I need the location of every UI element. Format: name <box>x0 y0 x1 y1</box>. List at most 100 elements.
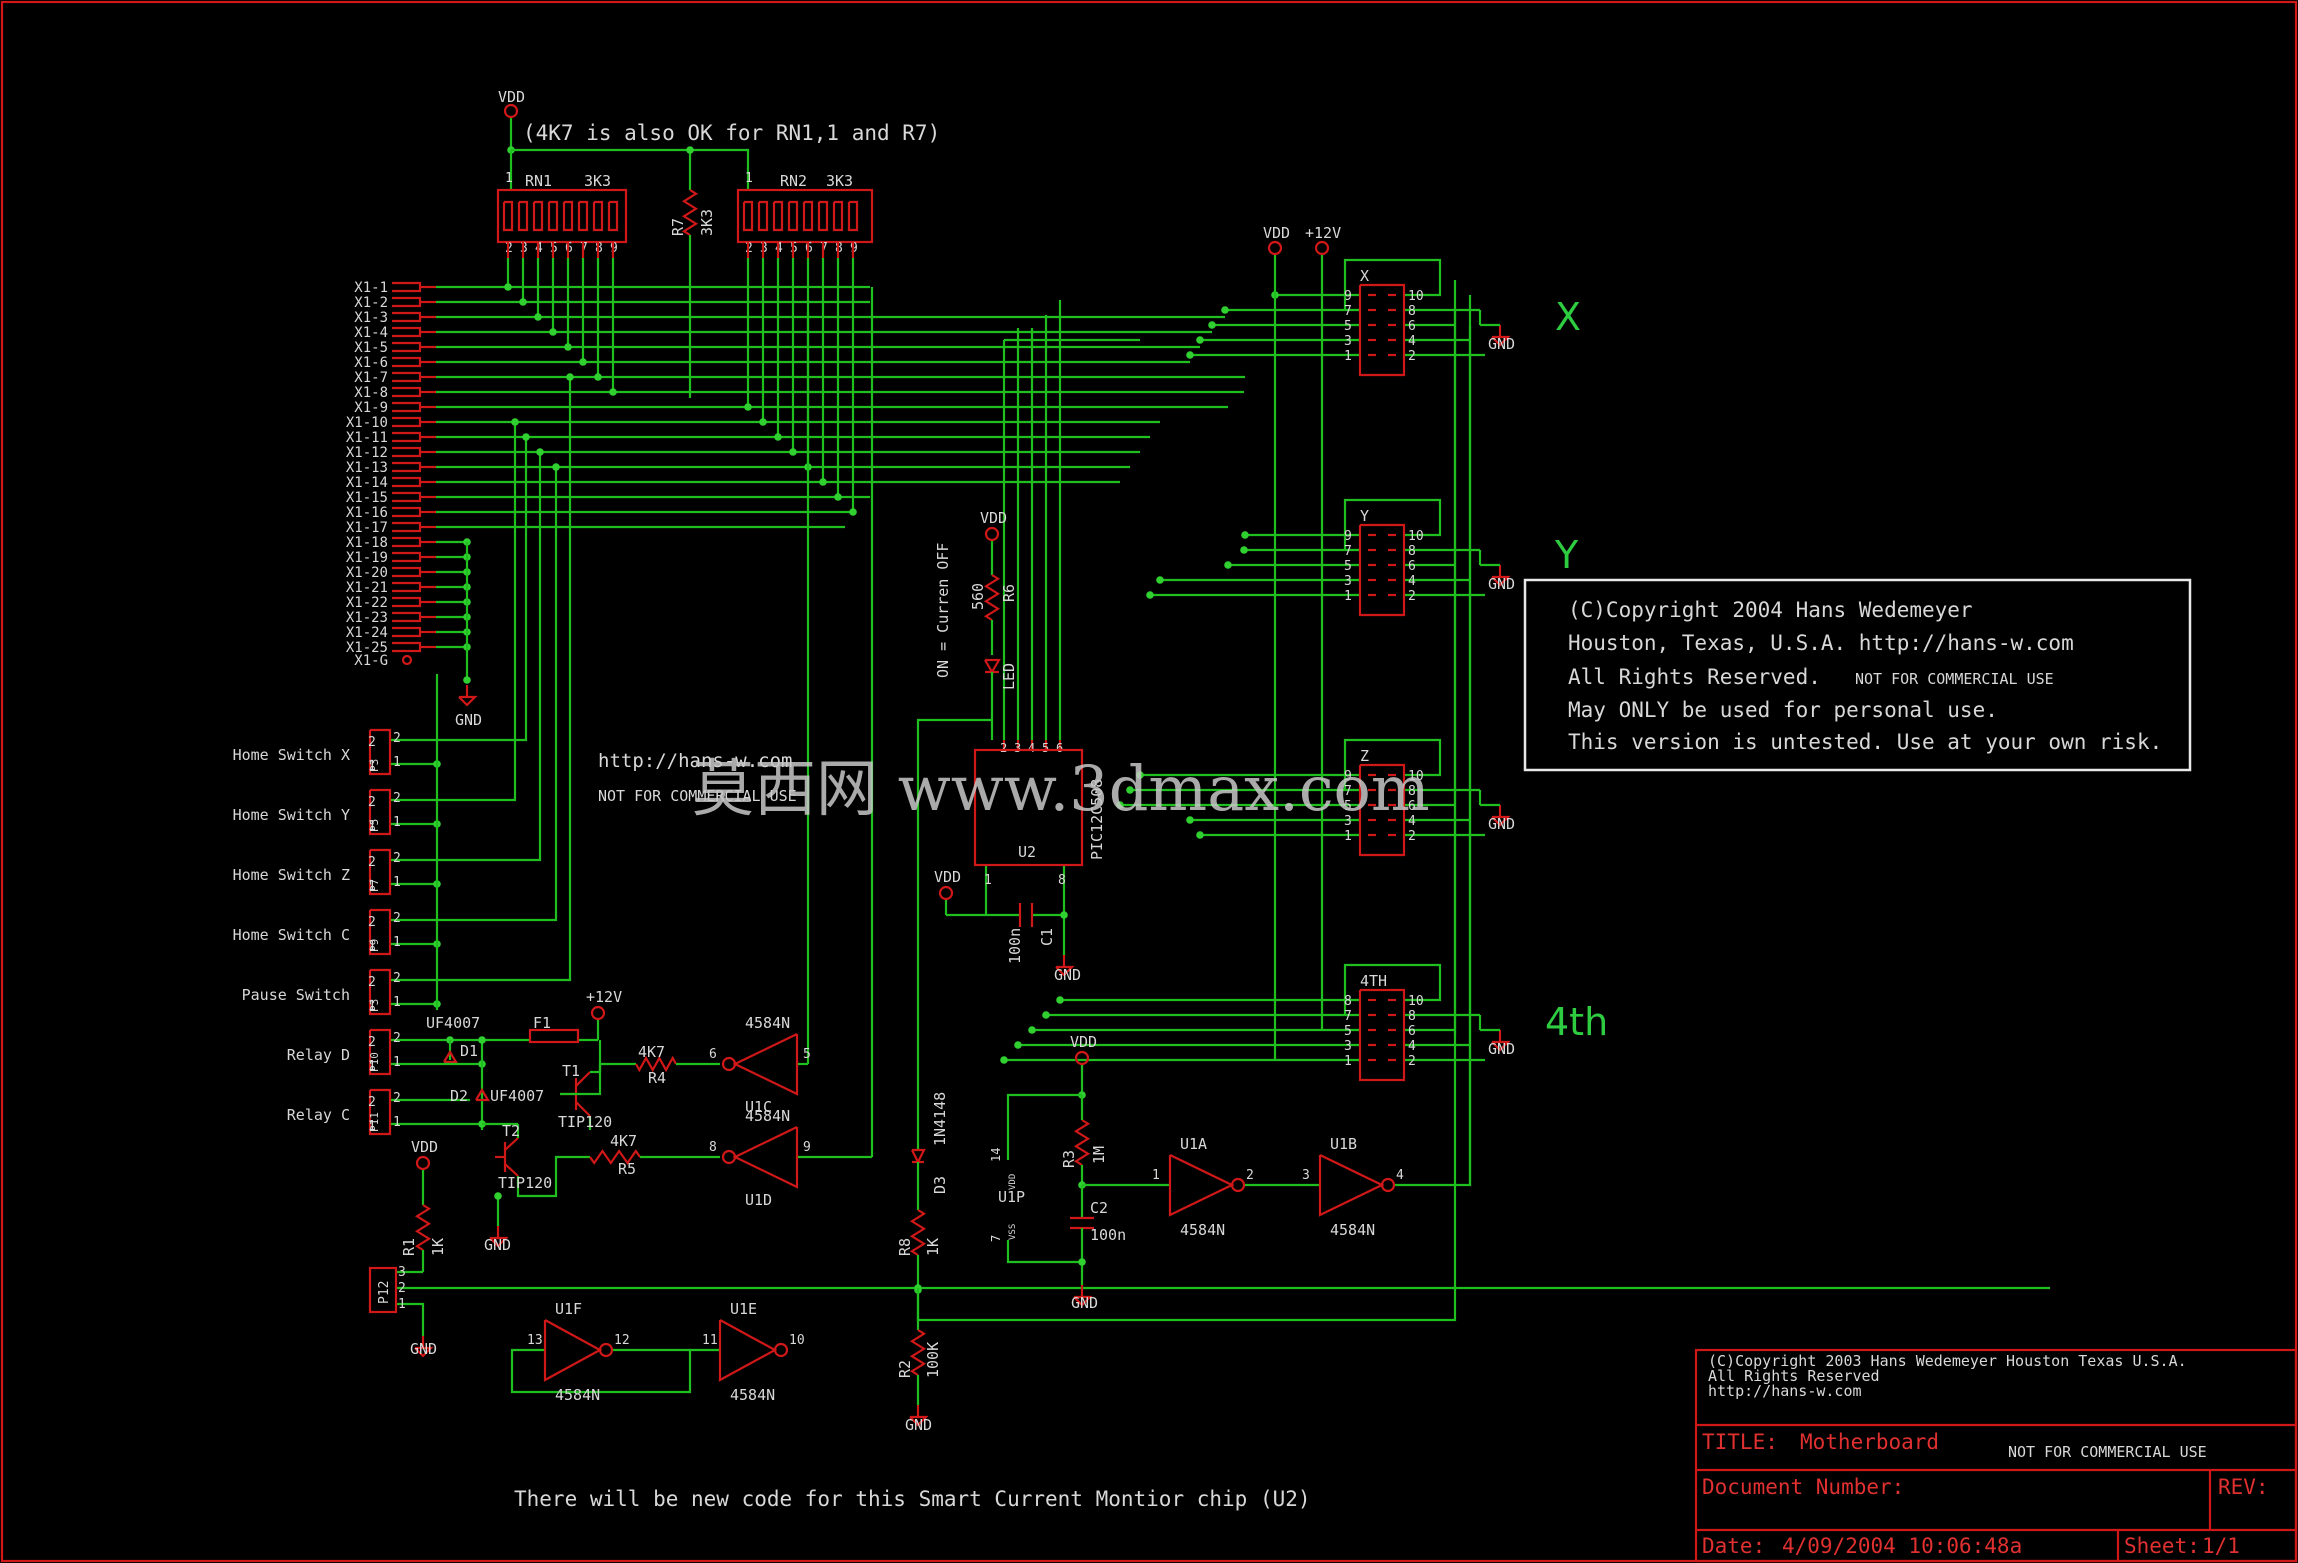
copyright-line-2: Houston, Texas, U.S.A. http://hans-w.com <box>1568 631 2074 655</box>
u1c-bubble <box>721 1056 737 1072</box>
title-block: (C)Copyright 2003 Hans Wedemeyer Houston… <box>1694 1348 2298 1563</box>
pin-number: 2 <box>368 735 376 750</box>
x1-pin-label: X1-G <box>354 653 388 669</box>
u1c-type: 4584N <box>745 1014 790 1032</box>
pin-number: 2 <box>368 915 376 930</box>
pin-number: 3 <box>1302 1168 1310 1183</box>
pin-number: 6 <box>709 1047 717 1062</box>
pin-number: 4 <box>1408 574 1416 589</box>
pin-number: 6 <box>1408 1024 1416 1039</box>
x1-pin-label: X1-22 <box>346 595 388 611</box>
title-frame <box>1694 1348 2298 1563</box>
pin-number: 2 <box>368 855 376 870</box>
u1b-bubble <box>1380 1177 1396 1193</box>
pin-number: 10 <box>1408 769 1424 784</box>
u2-pin: 4 <box>1028 741 1035 755</box>
x1-pin-label: X1-16 <box>346 505 388 521</box>
junction <box>1224 561 1232 569</box>
pin-number: 2 <box>368 1035 376 1050</box>
pin-number: 5 <box>1344 1024 1352 1039</box>
pin-number: 3 <box>1344 334 1352 349</box>
u1e-label: U1E <box>730 1300 757 1318</box>
copyright-box: (C)Copyright 2004 Hans Wedemeyer Houston… <box>1523 578 2192 772</box>
connector-x-gnd: GND <box>1488 335 1515 353</box>
switch-ref: P10 <box>368 1052 381 1072</box>
t2-label: T2 <box>502 1122 520 1140</box>
switch-ref: P7 <box>368 879 381 892</box>
x1-connector: X1-1X1-2X1-3X1-4X1-5X1-6X1-7X1-8X1-9X1-1… <box>346 280 436 669</box>
x1-pin-label: X1-19 <box>346 550 388 566</box>
junction <box>686 146 694 154</box>
rn2-value: 3K3 <box>826 172 853 190</box>
p12v-relay-label: +12V <box>586 988 622 1006</box>
led-label: LED <box>1000 663 1018 690</box>
u2-label: U2 <box>1018 843 1036 861</box>
copyright-line-4: May ONLY be used for personal use. <box>1568 698 1998 722</box>
pin-number: 11 <box>702 1333 718 1348</box>
x1-pin-label: X1-6 <box>354 355 388 371</box>
x1-pin-label: X1-23 <box>346 610 388 626</box>
rn2-body <box>736 188 874 244</box>
pin-number: 5 <box>1344 319 1352 334</box>
junction <box>1056 996 1064 1004</box>
pin-number: 8 <box>1408 1009 1416 1024</box>
pin-number: 7 <box>1344 544 1352 559</box>
x1-pin-label: X1-18 <box>346 535 388 551</box>
pin-number: 10 <box>1408 994 1424 1009</box>
pin-number: 8 <box>709 1140 717 1155</box>
u1d-type: 4584N <box>745 1107 790 1125</box>
x1-pin-label: X1-25 <box>346 640 388 656</box>
c2-value: 100n <box>1090 1226 1126 1244</box>
pin-number: 1 <box>393 875 401 890</box>
pin-number: 7 <box>1344 1009 1352 1024</box>
tb-rev: REV: <box>2218 1475 2269 1499</box>
u2-body <box>973 748 1084 867</box>
pin-number: 4 <box>1408 334 1416 349</box>
junction <box>463 676 471 684</box>
copyright-line-3: All Rights Reserved. <box>1568 665 1821 689</box>
u1b-label: U1B <box>1330 1135 1357 1153</box>
switch-label: Home Switch Y <box>233 806 350 824</box>
pin-number: 13 <box>527 1333 543 1348</box>
x1-pin-label: X1-9 <box>354 400 388 416</box>
junction <box>504 283 512 291</box>
junction <box>579 358 587 366</box>
x1-pin-label: X1-20 <box>346 565 388 581</box>
d2-label: D2 <box>450 1087 468 1105</box>
switch-label: Home Switch X <box>233 746 350 764</box>
tb-sheet: 1/1 <box>2202 1534 2240 1558</box>
pin-number: 1 <box>1344 589 1352 604</box>
tb-title: Motherboard <box>1800 1430 1939 1454</box>
pin-name: VSS <box>1008 1224 1018 1240</box>
junction <box>522 433 530 441</box>
x1-pin-label: X1-1 <box>354 280 388 296</box>
junction <box>774 433 782 441</box>
connector-4th-gnd: GND <box>1488 1040 1515 1058</box>
axis-label-y: Y <box>1554 533 1579 577</box>
connector-4th-label: 4TH <box>1360 972 1387 990</box>
junction <box>494 1192 502 1200</box>
x1-pin-label: X1-14 <box>346 475 388 491</box>
pin-number: 1 <box>1152 1168 1160 1183</box>
r7-value: 3K3 <box>698 209 716 236</box>
junction <box>834 493 842 501</box>
switch-label: Home Switch C <box>233 926 350 944</box>
r5-value: 4K7 <box>610 1132 637 1150</box>
pin-number: 1 <box>393 995 401 1010</box>
junction <box>849 508 857 516</box>
pin-number: 1 <box>368 759 376 774</box>
tb-rights: All Rights Reserved <box>1708 1367 1880 1385</box>
pin-number: 3 <box>1344 1039 1352 1054</box>
junction <box>552 463 560 471</box>
watermark: 莫西网 www.3dmax.com <box>692 752 1430 825</box>
pin-name: VDD <box>1008 1174 1018 1190</box>
pin-number: 1 <box>368 819 376 834</box>
r8-label: R8 <box>896 1238 914 1256</box>
junction <box>1186 351 1194 359</box>
switch-label: Pause Switch <box>242 986 350 1004</box>
copyright-line-5: This version is untested. Use at your ow… <box>1568 730 2162 754</box>
axis-label-4th: 4th <box>1545 1000 1608 1044</box>
rn-pin1: 1 <box>745 171 753 186</box>
timer-section: VDD R3 1M C2 100n U1P GND <box>998 1033 1126 1312</box>
